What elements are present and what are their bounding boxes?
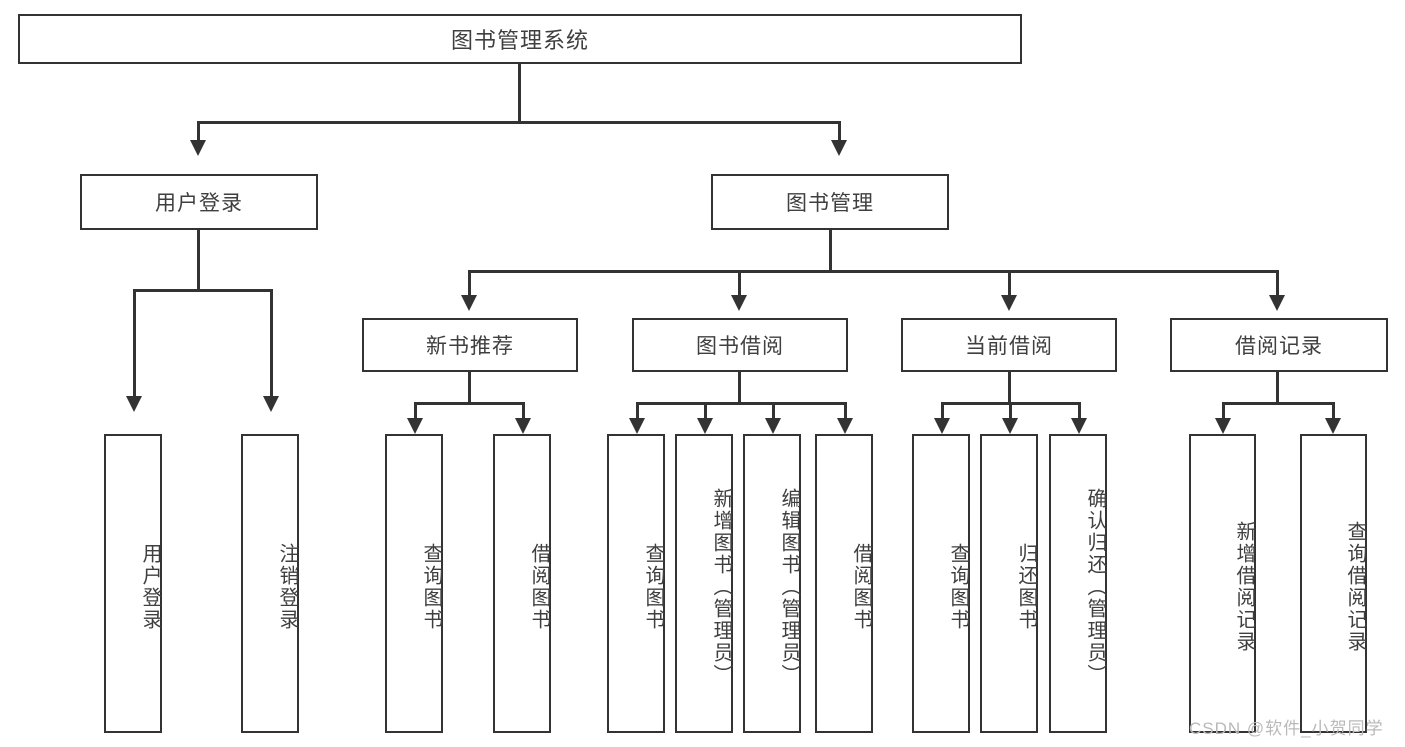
- arrowhead-br-child-2: [1325, 418, 1341, 434]
- arrowhead-cb-child-1: [934, 418, 950, 434]
- connector-nbr-leg-2: [522, 402, 525, 420]
- node-borrow-record[interactable]: 借阅记录: [1170, 318, 1388, 372]
- arrowhead-to-user-login: [190, 140, 206, 156]
- connector-nbr-bus: [414, 402, 525, 405]
- leaf-logout[interactable]: 注销登录: [241, 434, 299, 733]
- node-book-borrow[interactable]: 图书借阅: [632, 318, 848, 372]
- connector-bb-stem: [738, 372, 741, 404]
- connector-user-login-leg-1: [133, 289, 136, 398]
- watermark-csdn: CSDN @软件_小贺同学: [1189, 719, 1384, 738]
- leaf-add-book-admin[interactable]: 新增图书（管理员）: [675, 434, 733, 733]
- connector-bm-leg-3: [1008, 270, 1011, 298]
- arrowhead-nbr-child-2: [515, 418, 531, 434]
- arrowhead-cb-child-3: [1071, 418, 1087, 434]
- connector-bb-bus: [636, 402, 847, 405]
- connector-nbr-stem: [468, 372, 471, 404]
- connector-nbr-leg-1: [414, 402, 417, 420]
- leaf-query-book-nbr[interactable]: 查询图书: [385, 434, 443, 733]
- arrowhead-to-new-book-recommend: [461, 295, 477, 311]
- connector-root-bus: [197, 121, 841, 124]
- connector-root-leg-1: [197, 121, 200, 143]
- arrowhead-br-child-1: [1215, 418, 1231, 434]
- arrowhead-cb-child-2: [1002, 418, 1018, 434]
- connector-bm-leg-1: [468, 270, 471, 298]
- leaf-user-login[interactable]: 用户登录: [104, 434, 162, 733]
- arrowhead-to-borrow-record: [1269, 295, 1285, 311]
- arrowhead-to-current-borrow: [1001, 295, 1017, 311]
- connector-user-login-stem: [197, 230, 200, 291]
- connector-cb-leg-1: [941, 402, 944, 420]
- arrowhead-to-book-management: [831, 140, 847, 156]
- leaf-confirm-return-admin[interactable]: 确认归还（管理员）: [1049, 434, 1107, 733]
- arrowhead-bb-child-1: [629, 418, 645, 434]
- leaf-return-book[interactable]: 归还图书: [980, 434, 1038, 733]
- arrowhead-bb-child-2: [697, 418, 713, 434]
- connector-book-management-bus: [468, 270, 1279, 273]
- node-user-login[interactable]: 用户登录: [80, 174, 318, 230]
- connector-bb-leg-3: [772, 402, 775, 420]
- connector-bm-leg-4: [1276, 270, 1279, 298]
- connector-bm-leg-2: [738, 270, 741, 298]
- arrowhead-bb-child-4: [837, 418, 853, 434]
- connector-cb-stem: [1008, 372, 1011, 404]
- leaf-edit-book-admin[interactable]: 编辑图书（管理员）: [743, 434, 801, 733]
- node-new-book-recommend[interactable]: 新书推荐: [362, 318, 578, 372]
- connector-br-leg-1: [1222, 402, 1225, 420]
- connector-bb-leg-2: [704, 402, 707, 420]
- node-current-borrow[interactable]: 当前借阅: [901, 318, 1117, 372]
- arrowhead-user-login-child-1: [126, 396, 142, 412]
- leaf-query-book-bb[interactable]: 查询图书: [607, 434, 665, 733]
- connector-br-stem: [1276, 372, 1279, 404]
- node-root-book-management-system[interactable]: 图书管理系统: [18, 14, 1022, 64]
- connector-book-management-stem: [829, 230, 832, 272]
- connector-bb-leg-4: [844, 402, 847, 420]
- connector-br-leg-2: [1332, 402, 1335, 420]
- leaf-add-borrow-record[interactable]: 新增借阅记录: [1189, 434, 1256, 733]
- leaf-borrow-book-bb[interactable]: 借阅图书: [815, 434, 873, 733]
- arrowhead-nbr-child-1: [407, 418, 423, 434]
- connector-bb-leg-1: [636, 402, 639, 420]
- connector-cb-leg-2: [1009, 402, 1012, 420]
- leaf-borrow-book-nbr[interactable]: 借阅图书: [493, 434, 551, 733]
- node-book-management[interactable]: 图书管理: [711, 174, 949, 230]
- connector-root-stem: [518, 64, 521, 122]
- leaf-query-book-cb[interactable]: 查询图书: [912, 434, 970, 733]
- arrowhead-to-book-borrow: [731, 295, 747, 311]
- connector-user-login-bus: [133, 289, 273, 292]
- arrowhead-user-login-child-2: [263, 396, 279, 412]
- connector-br-bus: [1222, 402, 1335, 405]
- connector-cb-leg-3: [1078, 402, 1081, 420]
- arrowhead-bb-child-3: [765, 418, 781, 434]
- connector-root-leg-2: [838, 121, 841, 143]
- connector-user-login-leg-2: [270, 289, 273, 398]
- leaf-query-borrow-record[interactable]: 查询借阅记录: [1300, 434, 1367, 733]
